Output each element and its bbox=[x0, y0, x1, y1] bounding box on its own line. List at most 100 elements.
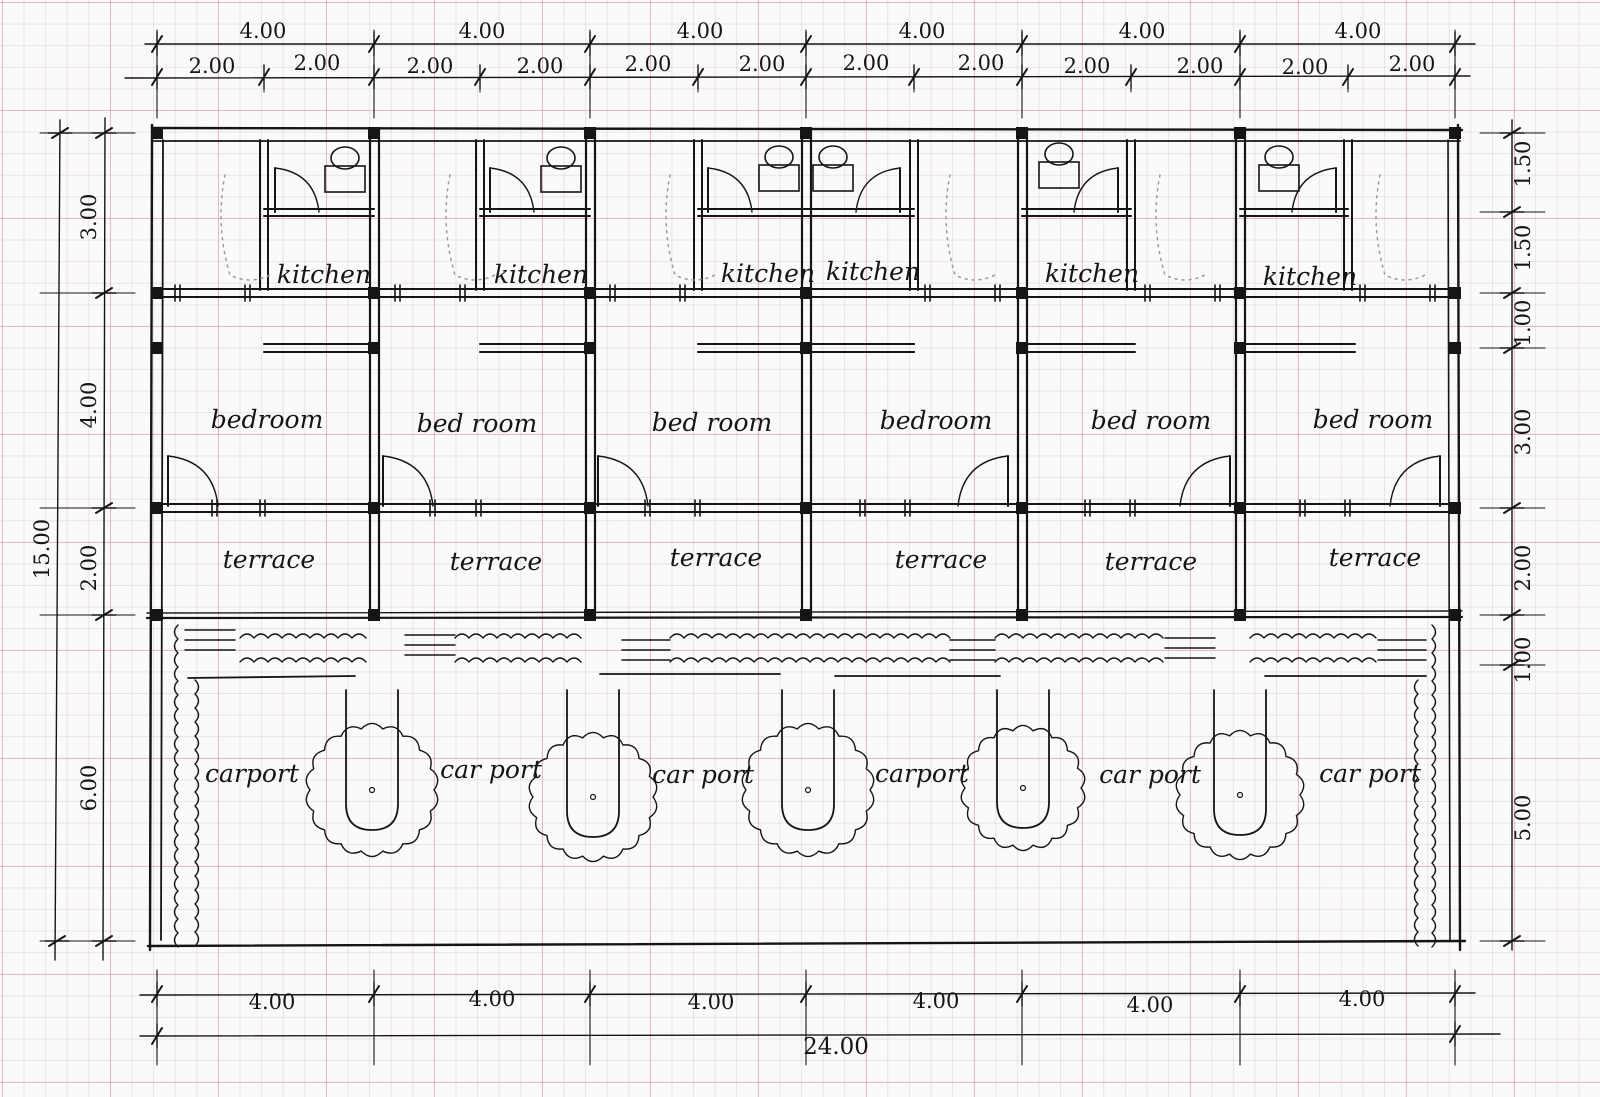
left-segment-dim: 3.00 bbox=[77, 194, 101, 241]
right-segment-dim: 5.00 bbox=[1511, 795, 1535, 842]
bottom-unit-dim: 4.00 bbox=[1127, 993, 1174, 1017]
column bbox=[368, 287, 380, 299]
kitchen-counter-sketch bbox=[665, 174, 716, 281]
room-label-bedroom: bed room bbox=[652, 408, 773, 437]
column bbox=[1234, 609, 1246, 621]
toilet-bowl bbox=[1044, 142, 1074, 166]
column bbox=[1449, 287, 1461, 299]
toilet-seat bbox=[324, 165, 366, 193]
column bbox=[1016, 287, 1028, 299]
top-unit-dim: 4.00 bbox=[459, 19, 506, 43]
column bbox=[1234, 502, 1246, 514]
kitchen-counter-sketch bbox=[945, 174, 996, 281]
right-segment-dim: 1.50 bbox=[1511, 141, 1535, 188]
column bbox=[584, 287, 596, 299]
right-segment-dim: 2.00 bbox=[1511, 545, 1535, 592]
top-half-dim: 2.00 bbox=[1177, 54, 1224, 78]
left-segment-dim: 4.00 bbox=[77, 382, 101, 429]
room-label-kitchen: kitchen bbox=[494, 260, 588, 289]
column bbox=[1016, 342, 1028, 354]
side-hedge bbox=[1413, 679, 1419, 947]
room-label-kitchen: kitchen bbox=[277, 260, 371, 289]
toilet-seat bbox=[1258, 164, 1300, 192]
hedge bbox=[239, 633, 367, 639]
room-label-terrace: terrace bbox=[450, 547, 542, 576]
hedge bbox=[669, 657, 951, 663]
top-unit-dim: 4.00 bbox=[899, 19, 946, 43]
room-label-terrace: terrace bbox=[895, 545, 987, 574]
exterior-wall bbox=[146, 939, 1467, 948]
top-half-dim: 2.00 bbox=[517, 54, 564, 78]
door-swing bbox=[1389, 455, 1441, 507]
column bbox=[1016, 127, 1028, 139]
room-label-carport: car port bbox=[652, 760, 755, 789]
column bbox=[151, 609, 163, 621]
landscape bbox=[173, 624, 1437, 948]
top-half-dim: 2.00 bbox=[189, 54, 236, 78]
room-label-terrace: terrace bbox=[670, 543, 762, 572]
door-swing bbox=[597, 455, 649, 507]
fixtures bbox=[167, 142, 1441, 517]
walls bbox=[145, 123, 1467, 952]
toilet-bowl bbox=[1264, 145, 1294, 169]
toilet-seat bbox=[812, 164, 854, 192]
column bbox=[368, 609, 380, 621]
column bbox=[368, 342, 380, 354]
hedge bbox=[669, 633, 951, 639]
right-segment-dim: 1.50 bbox=[1511, 225, 1535, 272]
column bbox=[584, 609, 596, 621]
room-label-carport: carport bbox=[205, 759, 300, 788]
room-label-carport: car port bbox=[440, 755, 543, 784]
tree-canopy bbox=[305, 722, 439, 858]
hedge bbox=[239, 657, 367, 663]
bottom-unit-dim: 4.00 bbox=[1339, 987, 1386, 1011]
toilet-bowl bbox=[330, 146, 360, 170]
hedge bbox=[1249, 633, 1377, 639]
tree-canopy bbox=[528, 731, 658, 863]
kitchen-counter-sketch bbox=[1375, 174, 1426, 281]
column bbox=[800, 342, 812, 354]
room-label-terrace: terrace bbox=[1105, 547, 1197, 576]
top-unit-dim: 4.00 bbox=[1119, 19, 1166, 43]
tree-trunk bbox=[368, 786, 376, 794]
door-swing bbox=[1073, 167, 1119, 213]
column bbox=[584, 502, 596, 514]
toilet-seat bbox=[758, 164, 800, 192]
top-half-dim: 2.00 bbox=[294, 51, 341, 75]
right-segment-dim: 1.00 bbox=[1511, 637, 1535, 684]
door-swing bbox=[167, 455, 219, 507]
dimension-line bbox=[102, 117, 106, 961]
right-segment-dim: 3.00 bbox=[1511, 409, 1535, 456]
top-half-dim: 2.00 bbox=[1064, 54, 1111, 78]
column bbox=[584, 342, 596, 354]
top-unit-dim: 4.00 bbox=[240, 19, 287, 43]
column bbox=[368, 127, 380, 139]
tree-trunk bbox=[804, 786, 812, 794]
door-swing bbox=[382, 455, 434, 507]
exterior-wall bbox=[1447, 139, 1451, 941]
side-hedge bbox=[173, 624, 179, 948]
room-label-carport: car port bbox=[1319, 759, 1422, 788]
top-half-dim: 2.00 bbox=[625, 52, 672, 76]
toilet-seat bbox=[1038, 161, 1080, 189]
tree-canopy bbox=[960, 724, 1086, 852]
column bbox=[1016, 502, 1028, 514]
hedge bbox=[994, 657, 1164, 663]
driveway-u bbox=[345, 689, 399, 831]
driveway-u bbox=[781, 689, 835, 831]
room-label-terrace: terrace bbox=[1329, 543, 1421, 572]
door-swing bbox=[1179, 455, 1231, 507]
column bbox=[1449, 127, 1461, 139]
toilet-seat bbox=[540, 165, 582, 193]
door-swing bbox=[957, 455, 1009, 507]
top-half-dim: 2.00 bbox=[1389, 52, 1436, 76]
left-total-dim: 15.00 bbox=[30, 519, 54, 579]
door-swing bbox=[1291, 167, 1337, 213]
room-label-carport: carport bbox=[875, 759, 970, 788]
toilet-bowl bbox=[818, 145, 848, 169]
tree-canopy bbox=[1175, 729, 1305, 861]
hedge bbox=[454, 657, 582, 663]
room-label-bedroom: bed room bbox=[417, 409, 538, 438]
side-hedge bbox=[194, 679, 200, 947]
hedge bbox=[994, 633, 1164, 639]
